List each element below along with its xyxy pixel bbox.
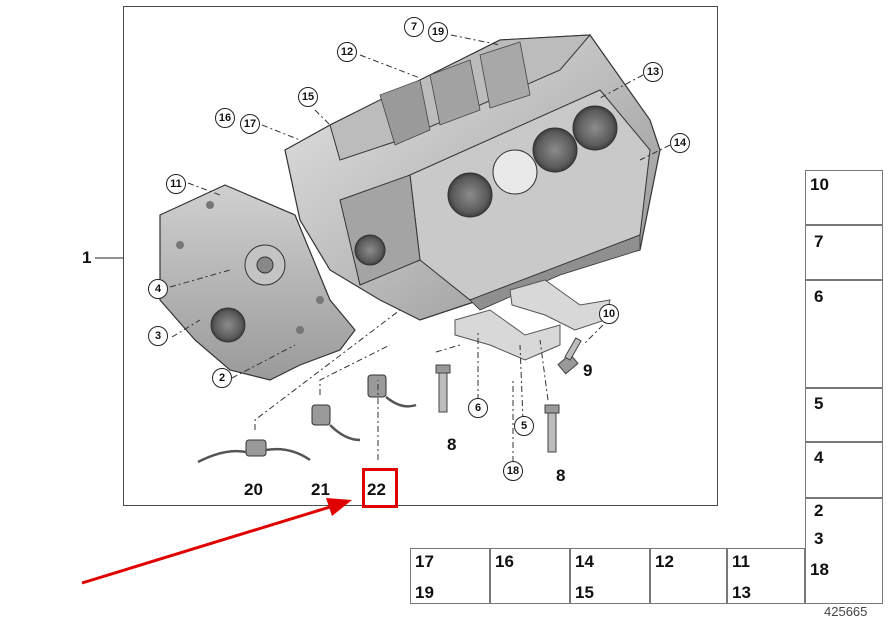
callout-15: 15 [298,87,318,107]
leader-lines [169,34,671,462]
bottom-panel-cell-14-15: 14 15 [570,548,650,604]
cell-number: 17 [415,552,434,571]
cell-number: 7 [814,232,824,251]
highlight-box-22 [362,468,398,508]
cell-number: 2 [814,501,824,520]
cell-number: 14 [575,552,594,571]
label-9: 9 [583,361,593,380]
callout-7: 7 [404,17,424,37]
bolt-8-left [435,364,451,413]
cell-number: 10 [810,175,829,194]
cell-number: 5 [814,394,824,413]
callout-12: 12 [337,42,357,62]
side-panel-cell-6: 6 [805,280,883,388]
oil-spray-nozzle-21 [311,404,361,442]
label-22: 22 [367,480,386,499]
oil-spray-nozzle-20 [197,439,311,464]
callout-11: 11 [166,174,186,194]
callout-3: 3 [148,326,168,346]
callout-18: 18 [503,461,523,481]
side-panel-cell-7: 7 [805,225,883,280]
bolt-9 [557,337,582,375]
side-panel-cell-4: 4 [805,442,883,498]
label-20: 20 [244,480,263,499]
callout-17: 17 [240,114,260,134]
highlight-arrow [81,498,352,585]
callout-14: 14 [670,133,690,153]
bottom-panel-cell-17-19: 17 19 [410,548,490,604]
callout-16: 16 [215,108,235,128]
main-diagram-frame [123,6,718,506]
cell-number: 18 [810,560,829,579]
callout-10: 10 [599,304,619,324]
cell-number: 13 [732,583,751,602]
cell-number: 4 [814,448,824,467]
label-8-left: 8 [447,435,457,454]
label-8-right: 8 [556,466,566,485]
callout-4: 4 [148,279,168,299]
diagram-id: 425665 [824,604,868,619]
cell-number: 16 [495,552,514,571]
callout-13: 13 [643,62,663,82]
label-21: 21 [311,480,330,499]
cell-number: 11 [732,552,750,571]
assembly-label-1: 1 [82,248,92,267]
engine-block [284,34,661,321]
bottom-panel-cell-11-13: 11 13 [727,548,805,604]
cell-number: 19 [415,583,434,602]
cell-number: 6 [814,287,824,306]
bottom-panel-cell-16: 16 [490,548,570,604]
cell-number: 3 [814,529,824,548]
bottom-panel-cell-12: 12 [650,548,727,604]
bolt-8-right [544,404,560,453]
cell-number: 12 [655,552,674,571]
callout-19: 19 [428,22,448,42]
cell-number: 15 [575,583,594,602]
callout-5: 5 [514,416,534,436]
side-panel-cell-2-3-18: 2 3 18 [805,498,883,604]
timing-cover [159,184,356,381]
callout-2: 2 [212,368,232,388]
oil-spray-nozzle-22 [367,374,417,408]
callout-6: 6 [468,398,488,418]
side-panel-cell-10: 10 [805,170,883,225]
side-panel-cell-5: 5 [805,388,883,442]
bearing-brackets [454,279,611,361]
